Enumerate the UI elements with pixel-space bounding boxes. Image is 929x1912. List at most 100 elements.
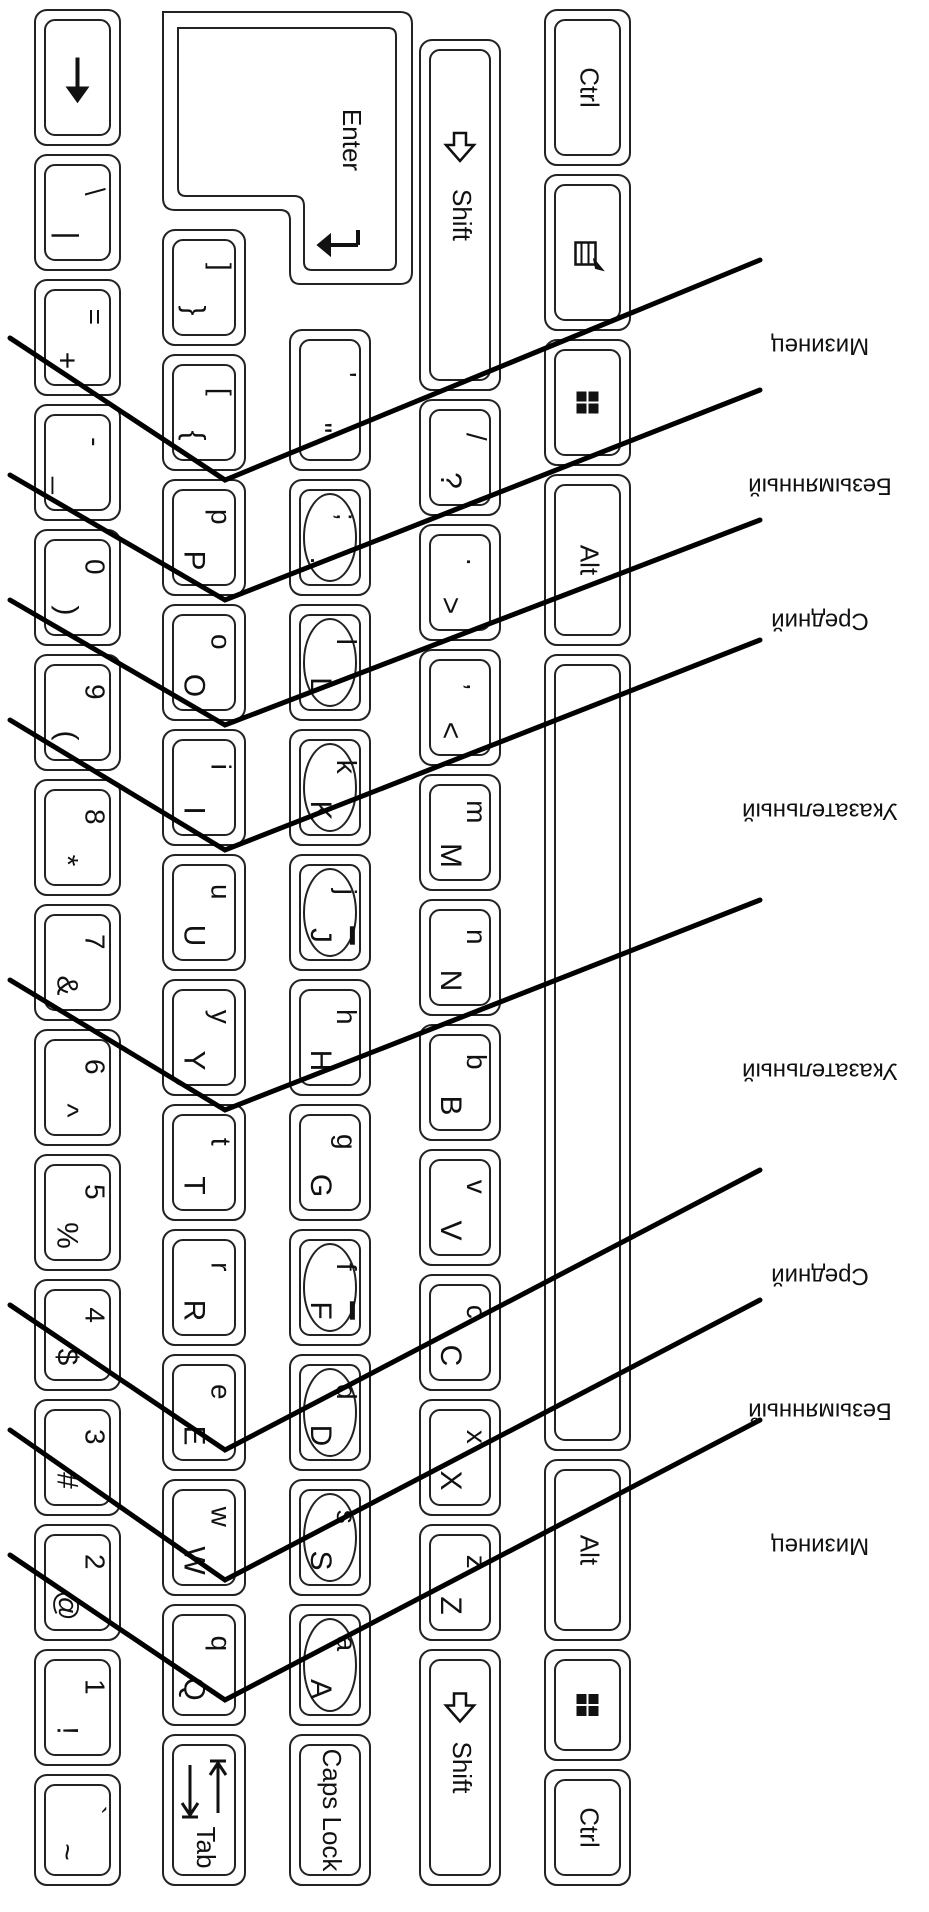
backspace-arrow-icon — [65, 57, 90, 104]
key-q[interactable]: Qq — [162, 1604, 246, 1726]
key-lower-label: 4 — [79, 1307, 110, 1323]
key-0[interactable]: )0 — [34, 529, 121, 646]
home-key-circle — [303, 743, 357, 832]
key-cap — [44, 1039, 111, 1136]
key-right-shift[interactable]: Shift — [419, 39, 501, 391]
key-upper-label: ! — [51, 1726, 84, 1734]
key-label: Shift — [447, 1741, 477, 1794]
key-cap — [429, 534, 491, 631]
key-n[interactable]: Nn — [419, 899, 501, 1016]
key-left-bracket[interactable]: {[ — [162, 354, 246, 471]
finger-label-right-middle: Средний — [771, 608, 869, 635]
key-cap — [429, 49, 491, 381]
key-6[interactable]: ^6 — [34, 1029, 121, 1146]
key-b[interactable]: Bb — [419, 1024, 501, 1141]
key-e[interactable]: Ee — [162, 1354, 246, 1471]
key-g[interactable]: Gg — [289, 1104, 371, 1221]
key-l[interactable]: Ll — [289, 604, 371, 721]
key-backslash[interactable]: |\ — [34, 154, 121, 271]
key-upper-label: Y — [178, 1050, 211, 1070]
key-upper-label: I — [178, 806, 211, 814]
key-lower-label: ; — [331, 513, 362, 521]
key-caps-lock[interactable]: Caps Lock — [289, 1734, 371, 1886]
key-t[interactable]: Tt — [162, 1104, 246, 1221]
key-minus[interactable]: _- — [34, 404, 121, 521]
key-j[interactable]: Jj — [289, 854, 371, 971]
key-upper-label: | — [51, 232, 84, 240]
key-z[interactable]: Zz — [419, 1524, 501, 1641]
key-quote[interactable]: "' — [289, 329, 371, 471]
key-tab[interactable]: Tab — [162, 1734, 246, 1886]
key-cap — [44, 539, 111, 636]
finger-label-left-ring: Безымянный — [748, 1398, 891, 1425]
key-semicolon[interactable]: :; — [289, 479, 371, 596]
key-cap — [429, 1284, 491, 1381]
key-equal[interactable]: += — [34, 279, 121, 396]
key-7[interactable]: &7 — [34, 904, 121, 1021]
key-k[interactable]: Kk — [289, 729, 371, 846]
key-lower-label: v — [461, 1180, 492, 1194]
key-9[interactable]: (9 — [34, 654, 121, 771]
key-upper-label: C — [434, 1345, 467, 1367]
key-slash[interactable]: ?/ — [419, 399, 501, 516]
home-key-circle — [303, 1243, 357, 1332]
key-upper-label: E — [178, 1425, 211, 1445]
key-lower-label: ' — [331, 372, 362, 377]
key-upper-label: + — [51, 352, 84, 370]
key-2[interactable]: @2 — [34, 1524, 121, 1641]
key-1[interactable]: !1 — [34, 1649, 121, 1766]
home-key-circle — [303, 618, 357, 707]
key-space[interactable] — [544, 654, 631, 1451]
key-right-bracket[interactable]: }] — [162, 229, 246, 346]
key-upper-label: ? — [434, 472, 467, 489]
key-w[interactable]: Ww — [162, 1479, 246, 1596]
key-upper-label: A — [304, 1679, 337, 1699]
key-right-windows[interactable] — [544, 339, 631, 466]
key-left-ctrl[interactable]: Ctrl — [544, 1769, 631, 1886]
key-lower-label: , — [461, 683, 492, 691]
key-lower-label: k — [331, 760, 362, 775]
key-left-windows[interactable] — [544, 1649, 631, 1761]
key-upper-label: ~ — [51, 1843, 84, 1861]
key-r[interactable]: Rr — [162, 1229, 246, 1346]
key-u[interactable]: Uu — [162, 854, 246, 971]
key-label: Ctrl — [575, 67, 605, 107]
key-p[interactable]: Pp — [162, 479, 246, 596]
key-left-shift[interactable]: Shift — [419, 1649, 501, 1886]
left-index-line — [7, 897, 763, 1113]
key-right-alt[interactable]: Alt — [544, 474, 631, 646]
key-f[interactable]: Ff — [289, 1229, 371, 1346]
key-lower-label: \ — [79, 188, 110, 196]
key-right-ctrl[interactable]: Ctrl — [544, 9, 631, 166]
key-lower-label: m — [461, 800, 492, 823]
key-m[interactable]: Mm — [419, 774, 501, 891]
key-left-alt[interactable]: Alt — [544, 1459, 631, 1641]
finger-label-left-index: Указательный — [742, 1058, 898, 1085]
key-period[interactable]: >. — [419, 524, 501, 641]
key-menu[interactable] — [544, 174, 631, 331]
key-backquote[interactable]: ~` — [34, 1774, 121, 1886]
key-8[interactable]: *8 — [34, 779, 121, 896]
key-cap — [554, 1469, 621, 1631]
key-comma[interactable]: <, — [419, 649, 501, 766]
key-o[interactable]: Oo — [162, 604, 246, 721]
key-upper-label: F — [304, 1301, 337, 1319]
key-a[interactable]: Aa — [289, 1604, 371, 1726]
left-pinky-line — [7, 1417, 763, 1703]
key-upper-label: " — [304, 423, 337, 434]
key-i[interactable]: Ii — [162, 729, 246, 846]
key-v[interactable]: Vv — [419, 1149, 501, 1266]
key-5[interactable]: %5 — [34, 1154, 121, 1271]
key-cap — [172, 364, 236, 461]
key-3[interactable]: #3 — [34, 1399, 121, 1516]
key-upper-label: $ — [51, 1349, 84, 1366]
key-cap — [429, 909, 491, 1006]
key-enter[interactable]: Enter — [162, 11, 413, 285]
key-backspace[interactable] — [34, 9, 121, 146]
key-cap — [554, 19, 621, 156]
key-cap — [299, 614, 361, 711]
key-upper-label: } — [178, 305, 211, 315]
key-c[interactable]: Cc — [419, 1274, 501, 1391]
key-cap — [429, 1534, 491, 1631]
right-middle-line — [7, 517, 763, 728]
